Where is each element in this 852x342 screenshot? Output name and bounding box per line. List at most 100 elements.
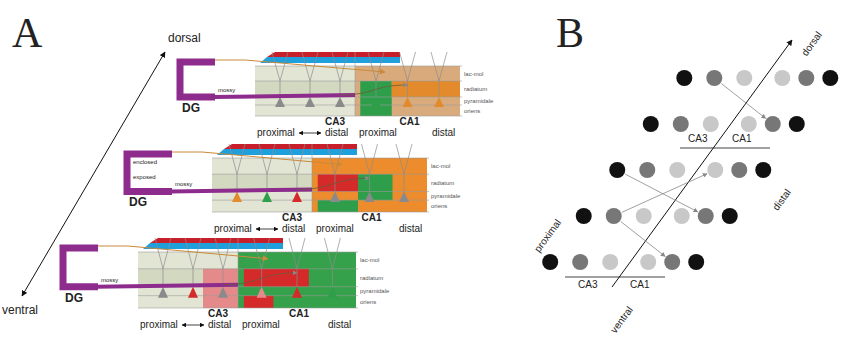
axis-label: proximal [140,320,178,330]
cell-circle [576,208,592,224]
pyramidal-cell [305,97,315,107]
dendrite [289,238,305,269]
ca3-region [255,66,355,116]
cell-circle [669,162,685,178]
dendrite [297,269,298,287]
region-label: CA3 [688,134,707,144]
pyramidal-cell [232,191,242,202]
layer-label: oriens [360,299,376,305]
axis-label: distal [325,128,348,138]
layer-label: lac-mol [431,163,450,169]
cell-circle [664,254,680,270]
dendrite [396,144,412,174]
cell-circle [606,208,622,224]
layer-label: pyramidale [360,288,389,294]
axis-label: distal [399,224,422,234]
region-label: enclosed [133,159,157,165]
pyramidal-cell [365,191,375,202]
dendrite [289,144,305,174]
layer-label: pyramidale [464,98,493,104]
cell-circle [703,116,719,132]
cell-circle [609,162,625,178]
pyramidal-cell [262,191,272,202]
axis-label: dorsal [168,32,201,44]
axis-label: distal [432,128,455,138]
layer-line [255,116,462,117]
mossy-fibres [96,283,238,289]
dendrite [254,238,270,269]
dendrite [155,238,171,269]
dendrite [332,269,333,287]
perforant-path [98,246,268,259]
dendrite [431,52,447,81]
layer-line [212,212,429,213]
pathway-label: mossy [101,277,118,283]
layer-line [255,66,462,67]
axis-label: dorsal [800,30,824,58]
axis-label: proximal [242,320,280,330]
cell-circle [798,70,814,86]
layer-label: pyramidale [431,193,460,199]
ca3-ca1-border [312,144,313,212]
dentate-gyrus [63,248,98,287]
dendrite [369,174,370,191]
cell-circle [741,116,757,132]
layer-line [212,174,429,175]
input-band [260,57,400,63]
pyramidal-cell [292,287,302,298]
pyramidal-cell [275,97,285,107]
hippocampal-slice [127,144,429,229]
axis-label: ventral [609,305,635,335]
dendrite [229,144,245,174]
axis-arrow [22,52,165,296]
cell-circle [639,162,655,178]
cell-circle [765,116,781,132]
pyramidal-cell [403,97,413,107]
cell-circle [736,70,752,86]
dendrite [215,238,231,269]
pyramidal-cell [257,287,267,298]
panel-letter: B [556,12,584,54]
cell-circle [731,162,747,178]
cell-circle [643,116,659,132]
pyramidal-cell [399,191,409,202]
layer-line [138,252,358,253]
panel-letter: A [12,12,42,54]
cell-circle [688,254,704,270]
region-label: CA1 [400,117,420,127]
projection-arrow [621,222,665,257]
layer-label: lac-mol [464,71,483,77]
dendrite [332,52,348,81]
schaffer-collateral [297,178,370,189]
dendrite [324,238,340,269]
dendrite [368,52,384,81]
cell-circle [722,208,738,224]
cell-circle [602,254,618,270]
cell-circle [755,162,771,178]
axis-label: ventral [2,304,38,316]
projection-arrow [625,174,698,212]
schaffer-collateral [340,85,408,95]
projection-arrow [721,84,765,119]
cell-circle [706,70,722,86]
axis-label: distal [771,188,793,213]
ca3-region [138,252,238,308]
ca3-ca1-border [238,238,239,308]
dendrite [185,238,201,269]
axis-label: distal [328,320,351,330]
axis-label: proximal [316,224,354,234]
perforant-path [172,152,342,164]
cell-circle [674,208,690,224]
perforant-path [215,60,385,72]
pyramidal-cell [335,97,345,107]
pyramidal-cell [330,191,340,202]
ca3-ca1-border [355,52,356,116]
axis-line [565,277,665,278]
region-label: CA3 [578,280,597,290]
layer-label: radiatum [464,86,487,92]
hippocampal-slice [63,238,358,325]
input-band [217,149,357,155]
layer-label: lac-mol [360,257,379,263]
layer-line [212,200,429,201]
